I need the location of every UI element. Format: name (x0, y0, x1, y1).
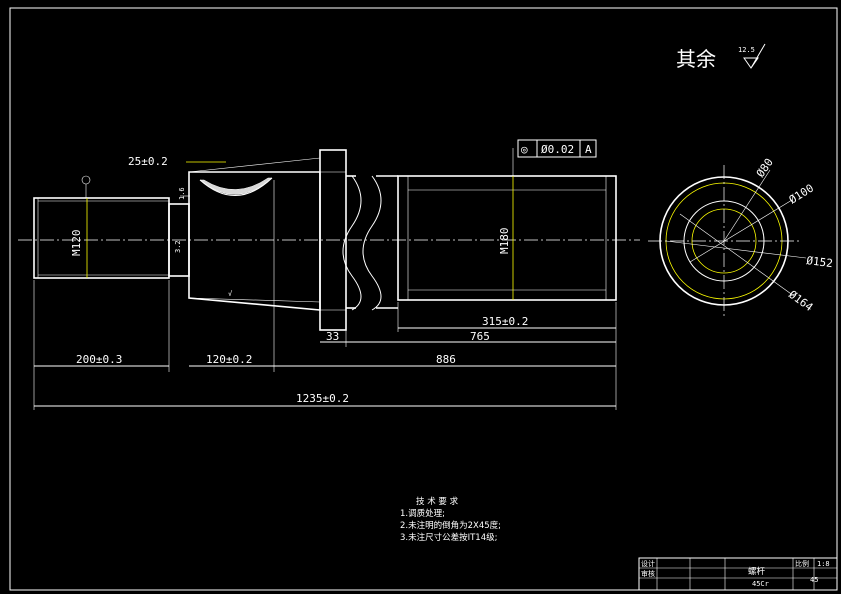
dim-886: 886 (436, 353, 456, 366)
shaft-flange (319, 149, 347, 331)
dim-120: 120±0.2 (206, 353, 252, 366)
dim-200: 200±0.3 (76, 353, 122, 366)
title-block-material: 45 (810, 576, 818, 584)
drawing-border (9, 7, 838, 591)
dim-phi164: Ø164 (786, 288, 815, 314)
dim-33: 33 (326, 330, 339, 343)
notes-line-2: 2.未注明的倒角为2X45度; (400, 520, 501, 531)
title-block-scale-label: 比例 (795, 559, 809, 568)
title-block: 设计 审核 螺杆 45Cr 比例 1:8 45 (638, 557, 838, 591)
break-line-right (362, 175, 382, 311)
datum-mark-icon (81, 175, 91, 185)
title-block-part-name: 螺杆 (748, 566, 766, 577)
title-block-scale-value: 1:8 (817, 560, 830, 568)
dim-phi80: Ø80 (754, 156, 776, 180)
shaft-segment-thread (33, 197, 170, 279)
dim-m120: M120 (70, 230, 83, 257)
dim-1235: 1235±0.2 (296, 392, 349, 405)
title-block-designer: 设计 (641, 559, 655, 568)
end-view-leader-164 (679, 213, 795, 297)
end-view: Ø80 Ø100 Ø152 Ø164 (648, 156, 834, 318)
tolerance-symbol-icon: ◎ (521, 143, 528, 156)
roughness-label: 其余 (676, 47, 716, 71)
end-view-leader-80 (723, 169, 771, 242)
dim-315: 315±0.2 (482, 315, 528, 328)
dim-phi152: Ø152 (806, 254, 834, 270)
keyway-taper-top (188, 157, 321, 173)
dim-m180: M180 (498, 228, 511, 255)
tolerance-datum: A (585, 143, 592, 156)
break-line-left (342, 175, 362, 311)
keyway-section-outline (199, 177, 273, 196)
tolerance-value: Ø0.02 (541, 143, 574, 156)
dim-25: 25±0.2 (128, 155, 168, 168)
surface-mark-1: 1.6 (178, 187, 186, 200)
keyway-taper-bottom (188, 297, 321, 303)
notes-line-3: 3.未注尺寸公差按IT14级; (400, 532, 498, 543)
surface-mark-2: 3.2 (174, 240, 182, 253)
surface-mark-3: √ (228, 290, 233, 298)
notes-line-1: 1.调质处理; (400, 508, 445, 519)
keyway-section-hatch (199, 177, 273, 195)
notes-title: 技 术 要 求 (416, 496, 459, 507)
end-view-leader-100 (689, 199, 793, 263)
end-view-leader-152 (665, 240, 807, 259)
dim-phi100: Ø100 (787, 181, 816, 206)
roughness-value: 12.5 (738, 46, 755, 54)
title-block-sub: 45Cr (752, 580, 769, 588)
shaft-segment-keyway (188, 171, 321, 311)
dim-765: 765 (470, 330, 490, 343)
title-block-checker: 审核 (641, 569, 655, 578)
shaft-segment-main-thread (397, 175, 617, 301)
roughness-symbol (743, 43, 766, 69)
tolerance-frame (517, 139, 597, 158)
